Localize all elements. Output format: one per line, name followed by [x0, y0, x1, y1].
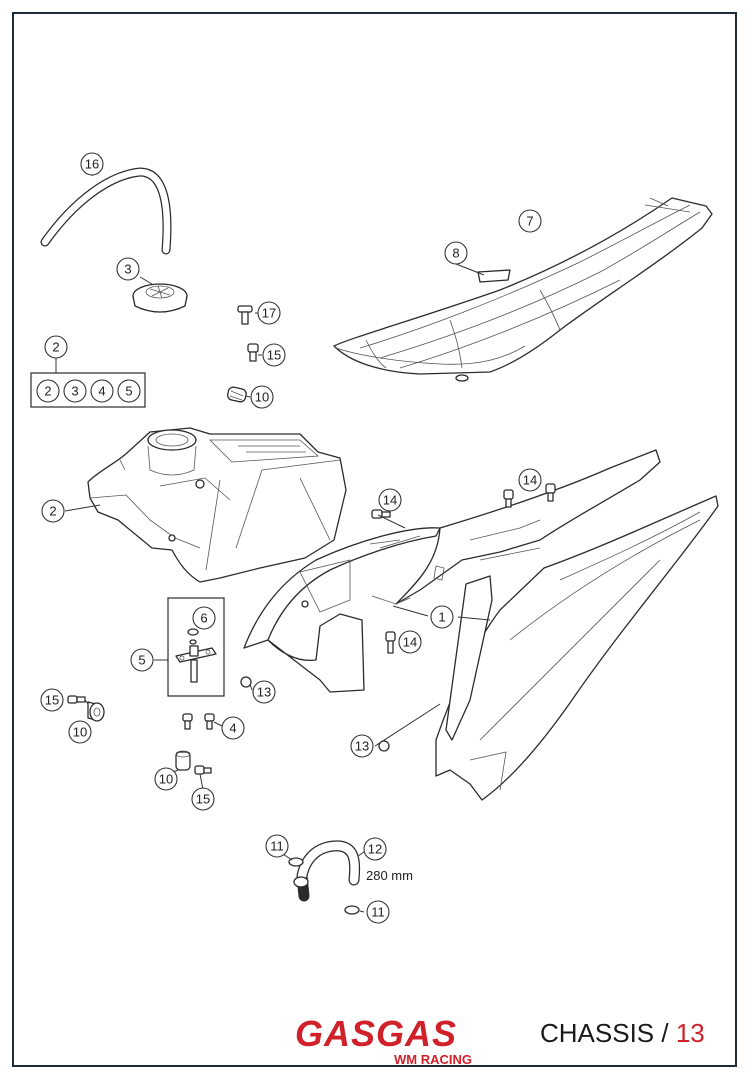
callout-13-a: 13: [252, 680, 276, 704]
callout-17: 17: [257, 301, 281, 325]
callout-13-b: 13: [350, 734, 374, 758]
part-4-screws: [182, 713, 215, 730]
part-11-clamp-a: [288, 857, 304, 867]
callout-14-b: 14: [518, 468, 542, 492]
callout-6: 6: [192, 606, 216, 630]
svg-text:3: 3: [124, 262, 131, 277]
callout-10-left: 10: [68, 720, 92, 744]
svg-text:15: 15: [267, 348, 281, 363]
svg-text:11: 11: [371, 905, 385, 920]
part-10-rubber-left: [87, 701, 105, 722]
part-14-bolt-b: [503, 483, 556, 508]
svg-text:7: 7: [526, 214, 533, 229]
part-7-seat: [333, 197, 713, 382]
part-14-bolt-c: [385, 631, 396, 654]
svg-text:12: 12: [368, 842, 382, 857]
callout-1: 1: [430, 605, 454, 629]
svg-text:4: 4: [98, 384, 105, 399]
callout-14-c: 14: [398, 630, 422, 654]
part-10-rubber-bottom: [175, 750, 191, 771]
svg-text:15: 15: [45, 693, 59, 708]
callout-10-top: 10: [250, 385, 274, 409]
part-5-box: [154, 597, 225, 697]
brand-name: GASGAS: [294, 1013, 458, 1054]
svg-text:2: 2: [52, 340, 59, 355]
page-number: 13: [675, 1018, 705, 1048]
brand-logo: GASGAS WM RACING: [266, 1013, 486, 1068]
part-15-bolt-top: [247, 343, 259, 362]
svg-text:13: 13: [355, 739, 369, 754]
svg-text:13: 13: [257, 685, 271, 700]
callout-15-left: 15: [40, 688, 64, 712]
svg-text:10: 10: [159, 772, 173, 787]
section-title: CHASSIS / 13: [540, 1018, 705, 1049]
callout-11-b: 11: [366, 900, 390, 924]
svg-text:15: 15: [196, 792, 210, 807]
part-13-screw-b: [378, 740, 390, 752]
svg-text:6: 6: [200, 611, 207, 626]
part-3-fuel-cap: [132, 283, 188, 313]
svg-text:10: 10: [73, 725, 87, 740]
part-13-screw-a: [240, 676, 252, 688]
svg-text:8: 8: [452, 246, 459, 261]
svg-text:16: 16: [85, 157, 99, 172]
part-6-oring: [187, 628, 199, 645]
part-2-fuel-tank: [87, 427, 347, 583]
callout-5: 5: [130, 648, 154, 672]
svg-text:2: 2: [44, 384, 51, 399]
svg-text:14: 14: [383, 493, 397, 508]
page-frame: [12, 12, 737, 1067]
section-name: CHASSIS /: [540, 1018, 676, 1048]
callout-4: 4: [221, 716, 245, 740]
callout-3: 3: [116, 257, 140, 281]
callout-15-top: 15: [262, 343, 286, 367]
svg-text:2: 2: [49, 504, 56, 519]
callout-8: 8: [444, 241, 468, 265]
callout-15-bottom: 15: [191, 787, 215, 811]
svg-text:1: 1: [438, 610, 445, 625]
part-16-breather-hose: [40, 167, 172, 255]
svg-text:5: 5: [125, 384, 132, 399]
kit-label-5: 5: [117, 379, 141, 403]
leader-lines: [64, 175, 491, 913]
callout-2-tank: 2: [41, 499, 65, 523]
part-15-bolt-bottom: [194, 765, 212, 775]
svg-text:4: 4: [229, 721, 236, 736]
svg-text:17: 17: [262, 306, 276, 321]
callout-11-a: 11: [265, 834, 289, 858]
callout-16: 16: [80, 152, 104, 176]
part-15-bolt-left: [67, 695, 86, 704]
part-1-side-panel-right: [435, 495, 719, 801]
svg-text:5: 5: [138, 653, 145, 668]
kit-label-3: 3: [63, 379, 87, 403]
part-10-rubber-top: [227, 386, 247, 403]
kit-label-4: 4: [90, 379, 114, 403]
svg-text:11: 11: [270, 839, 284, 854]
callout-2-kit: 2: [44, 335, 68, 359]
part-8-seat-patch: [477, 269, 511, 283]
svg-text:14: 14: [523, 473, 537, 488]
svg-text:3: 3: [71, 384, 78, 399]
callout-14-a: 14: [378, 488, 402, 512]
brand-subtitle: WM RACING: [394, 1052, 472, 1067]
part-1-side-panel-center: [371, 449, 661, 605]
svg-text:14: 14: [403, 635, 417, 650]
callout-12: 12: [363, 837, 387, 861]
hose-length-label: 280 mm: [366, 868, 413, 883]
kit-label-2: 2: [36, 379, 60, 403]
part-5-fuel-tap: [175, 645, 217, 683]
part-11-clamp-b: [344, 905, 360, 915]
part-17-screw: [237, 305, 253, 325]
kit-box: [30, 358, 146, 408]
svg-text:10: 10: [255, 390, 269, 405]
callout-10-bottom: 10: [154, 767, 178, 791]
part-12-hose: [293, 840, 361, 902]
part-14-bolt-a: [371, 509, 391, 519]
callout-7: 7: [518, 209, 542, 233]
